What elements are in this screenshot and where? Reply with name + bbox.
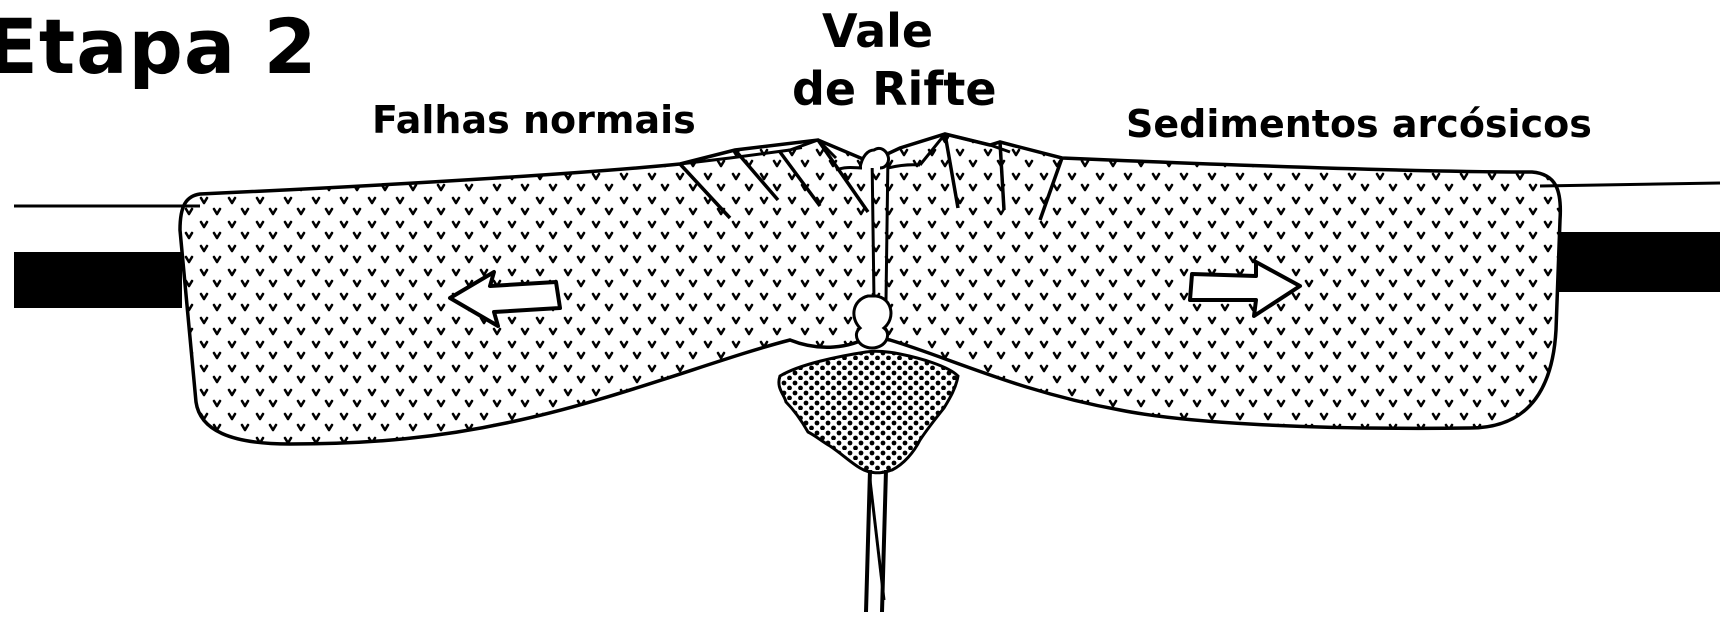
right-surface-line bbox=[1540, 183, 1720, 186]
magma-chamber bbox=[779, 351, 958, 473]
rift-summit-vent bbox=[860, 148, 889, 168]
rift-valley-label-line1: Vale bbox=[822, 4, 933, 58]
magma-blob bbox=[854, 296, 891, 348]
diagram-title: Etapa 2 bbox=[0, 2, 318, 91]
arkosic-sediments-label: Sedimentos arcósicos bbox=[1126, 102, 1592, 146]
right-lithosphere-block bbox=[1558, 232, 1720, 292]
left-lithosphere-block bbox=[14, 252, 182, 308]
normal-faults-label: Falhas normais bbox=[372, 98, 696, 142]
rift-valley-label-line2: de Rifte bbox=[792, 62, 997, 116]
